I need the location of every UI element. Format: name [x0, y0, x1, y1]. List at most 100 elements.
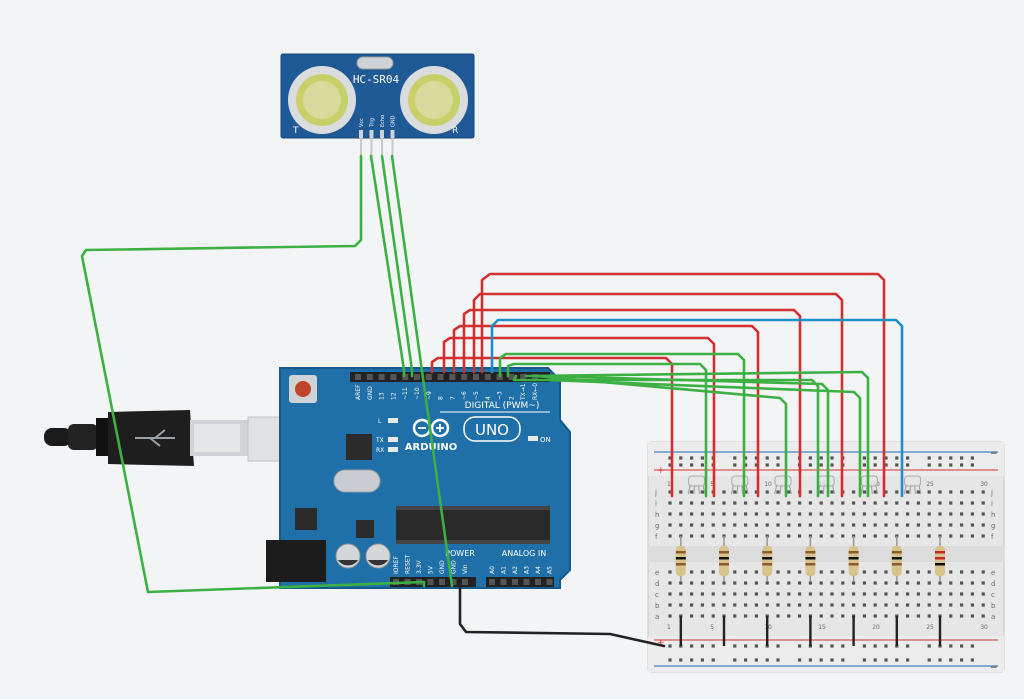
- wire-blue[interactable]: [490, 318, 904, 498]
- brand-label: ARDUINO: [405, 442, 457, 453]
- svg-text:30: 30: [980, 481, 988, 488]
- wire-echo[interactable]: [380, 154, 414, 378]
- wire-red-2[interactable]: [462, 308, 802, 498]
- svg-text:10: 10: [764, 481, 772, 488]
- wire-red-0[interactable]: [480, 272, 886, 498]
- svg-text:1: 1: [667, 481, 671, 488]
- analog-pin-label: A3: [524, 566, 531, 574]
- on-label: ON: [540, 436, 551, 444]
- wire-vcc-5v[interactable]: [80, 154, 426, 594]
- svg-text:e: e: [655, 569, 659, 577]
- resistor[interactable]: [848, 536, 859, 582]
- top-pin-label: ~9: [426, 391, 433, 400]
- power-pin-label: Vin: [462, 564, 469, 574]
- power-label: POWER: [445, 549, 475, 558]
- rail-minus-bottom: −: [990, 663, 998, 673]
- svg-text:i: i: [655, 500, 657, 508]
- rgb-led[interactable]: [903, 475, 922, 495]
- wire-green-2[interactable]: [512, 374, 820, 498]
- wire-trig[interactable]: [369, 154, 406, 378]
- wire-green-4[interactable]: [534, 374, 788, 498]
- top-pin-label: 8: [438, 396, 445, 400]
- top-pin-label: ~3: [497, 391, 504, 400]
- resistor[interactable]: [891, 536, 902, 582]
- analog-pin-label: A4: [535, 566, 542, 574]
- svg-text:d: d: [655, 580, 659, 588]
- svg-text:25: 25: [926, 624, 934, 631]
- wire-red-1[interactable]: [472, 292, 844, 498]
- resistor[interactable]: [675, 536, 686, 582]
- svg-text:i: i: [991, 500, 993, 508]
- rail-plus-top: +: [657, 466, 665, 476]
- top-pin-label: ~11: [402, 387, 409, 400]
- analog-pin-label: A5: [547, 566, 554, 574]
- svg-text:h: h: [991, 511, 995, 519]
- svg-text:5: 5: [710, 624, 714, 631]
- power-pin-label: IOREF: [393, 556, 400, 574]
- svg-text:d: d: [991, 580, 995, 588]
- top-pin-label: RX←0: [532, 383, 539, 400]
- resistor[interactable]: [935, 536, 945, 582]
- usb-cable[interactable]: [44, 410, 321, 466]
- top-pin-label: ~10: [414, 387, 421, 400]
- top-pin-label: 2: [508, 396, 515, 400]
- analog-pin-label: A2: [512, 566, 519, 574]
- svg-text:a: a: [655, 613, 659, 621]
- svg-text:e: e: [991, 569, 995, 577]
- top-pin-label: ~5: [473, 391, 480, 400]
- led-label-rx: RX: [376, 447, 384, 454]
- wire-gnd[interactable]: [390, 154, 454, 588]
- sensor-pin-label: GND: [391, 115, 397, 127]
- rail-plus-bottom: +: [657, 638, 665, 648]
- usb-chip: [346, 434, 372, 460]
- svg-text:20: 20: [872, 624, 880, 631]
- sensor-pin-label: Vcc: [359, 118, 365, 127]
- sensor-side-left: T: [292, 126, 299, 136]
- wire-layer: [80, 154, 904, 648]
- svg-text:c: c: [655, 591, 659, 599]
- reset-button-cap[interactable]: [295, 381, 311, 397]
- top-pin-label: AREF: [355, 384, 362, 400]
- resistor[interactable]: [762, 536, 773, 582]
- top-pin-label: TX→1: [520, 383, 527, 401]
- analog-pin-label: A0: [489, 566, 496, 574]
- resistor[interactable]: [719, 536, 729, 582]
- power-jack[interactable]: [266, 540, 326, 582]
- wire-green-6[interactable]: [546, 378, 862, 498]
- wire-ground-black[interactable]: [458, 584, 666, 648]
- sensor-side-right: R: [452, 126, 458, 136]
- wire-red-4[interactable]: [442, 336, 716, 498]
- led-label-tx: TX: [375, 437, 384, 444]
- digital-label: DIGITAL (PWM~): [465, 401, 540, 411]
- svg-text:f: f: [991, 533, 994, 541]
- svg-text:5: 5: [710, 481, 714, 488]
- svg-text:g: g: [991, 522, 995, 530]
- rgb-led[interactable]: [687, 475, 706, 495]
- ground-jumpers: [679, 616, 942, 646]
- top-pin-label: 13: [379, 392, 386, 400]
- wire-green-5[interactable]: [542, 374, 830, 498]
- power-pin-label: GND: [451, 560, 458, 574]
- sensor-pin-label: Trig: [370, 118, 376, 128]
- wire-green-3[interactable]: [524, 370, 870, 498]
- svg-text:c: c: [991, 591, 995, 599]
- svg-text:b: b: [655, 602, 660, 610]
- rail-minus-top: −: [990, 449, 998, 459]
- svg-text:j: j: [654, 489, 657, 497]
- arduino-logo: ARDUINO UNO: [405, 416, 521, 453]
- resistor[interactable]: [805, 536, 816, 582]
- regulator: [295, 508, 317, 530]
- svg-text:b: b: [991, 602, 996, 610]
- power-pin-label: 5V: [428, 565, 435, 574]
- top-pin-label: 4: [485, 396, 492, 400]
- top-pin-label: 12: [390, 392, 397, 400]
- svg-text:30: 30: [980, 624, 988, 631]
- analog-header: [486, 577, 554, 587]
- model-label: UNO: [475, 421, 509, 439]
- power-pin-label: RESET: [405, 554, 412, 574]
